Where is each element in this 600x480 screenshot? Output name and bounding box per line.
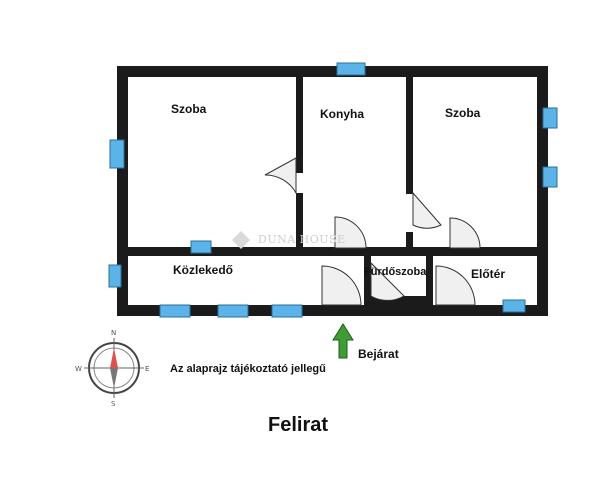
window-right-upper [542, 107, 558, 129]
window-left-upper [109, 139, 125, 169]
watermark-house-icon [232, 231, 250, 249]
window-right-lower [542, 166, 558, 188]
window-interior [190, 240, 212, 254]
room-label-szoba-left: Szoba [171, 102, 207, 116]
door-entrance [321, 265, 362, 306]
door-szoba-right-1 [412, 191, 442, 229]
door-szoba-left [264, 157, 297, 195]
compass-north: N [111, 329, 116, 337]
window-top [336, 62, 366, 76]
room-label-eloter: Előtér [471, 267, 505, 281]
window-bottom-3 [271, 304, 303, 318]
room-label-kozlekedo: Közlekedő [173, 263, 233, 277]
door-furdoszoba [370, 261, 405, 301]
interior-walls [128, 77, 537, 305]
entrance-label: Bejárat [358, 347, 399, 361]
compass-icon: N E S W [75, 329, 149, 408]
entrance-arrow-icon [332, 323, 354, 359]
windows [108, 62, 558, 318]
doors [264, 157, 481, 306]
room-label-szoba-right: Szoba [445, 106, 481, 120]
plan-title: Felirat [268, 414, 328, 436]
compass-west: W [75, 365, 82, 373]
window-bottom-1 [159, 304, 191, 318]
compass-south: S [111, 400, 116, 408]
room-label-furdoszoba: Fürdőszoba [364, 266, 427, 278]
window-bottom-2 [217, 304, 249, 318]
door-szoba-right-2 [449, 217, 481, 249]
window-left-lower [108, 264, 122, 288]
outer-walls [117, 66, 548, 316]
door-eloter [435, 265, 476, 306]
room-label-konyha: Konyha [320, 107, 364, 121]
compass-east: E [145, 365, 149, 373]
watermark-text: DUNA HOUSE [258, 233, 346, 246]
door-konyha [334, 216, 367, 249]
window-bottom-4 [502, 299, 526, 313]
disclaimer-text: Az alaprajz tájékoztató jellegű [170, 363, 326, 375]
watermark: DUNA HOUSE [232, 231, 346, 249]
